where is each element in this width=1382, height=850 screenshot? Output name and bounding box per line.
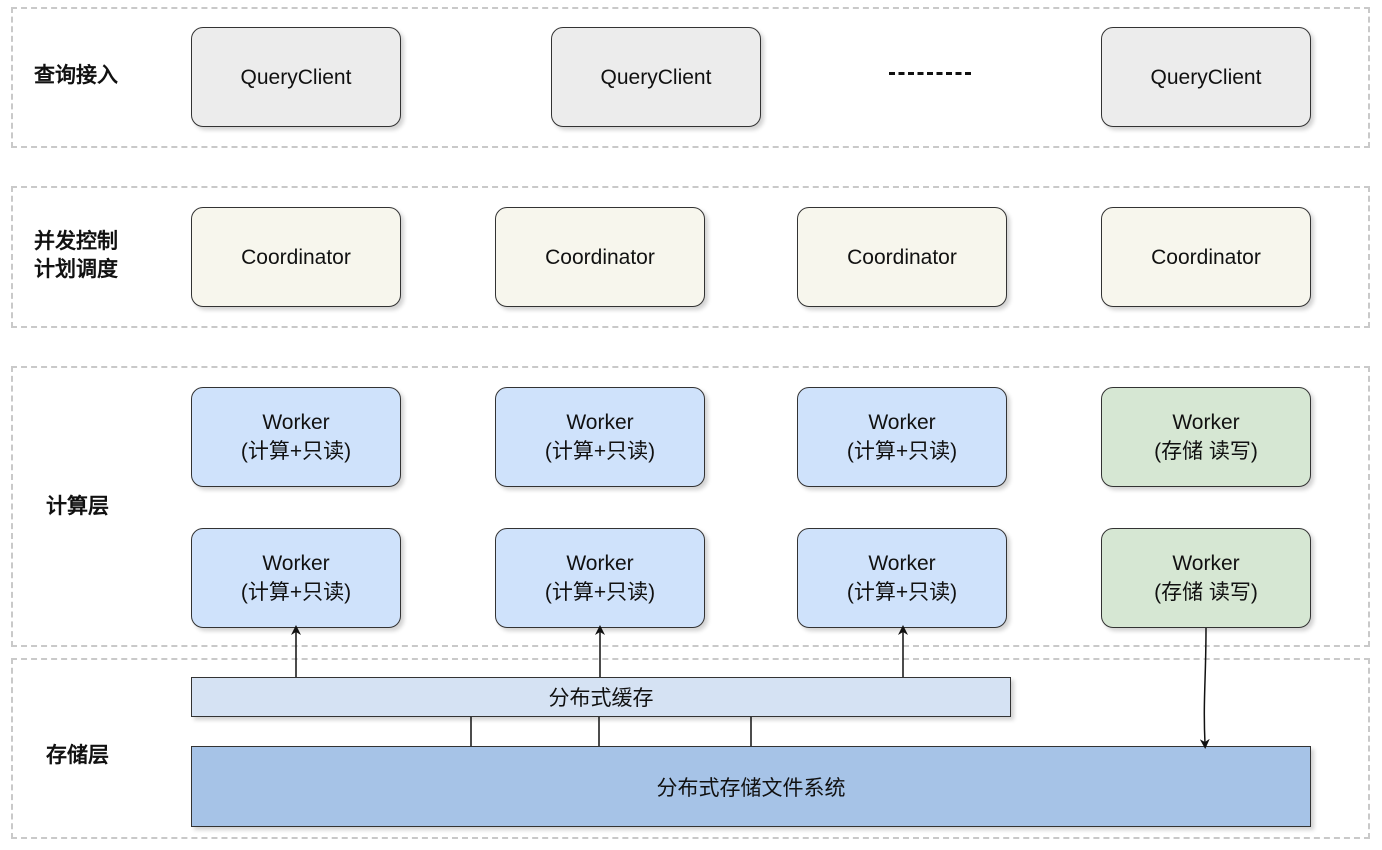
query-client-label: QueryClient bbox=[600, 65, 712, 89]
ellipsis-dashes bbox=[889, 72, 971, 75]
query-access-layer bbox=[11, 7, 1370, 148]
worker-role: (存储 读写) bbox=[1154, 581, 1258, 604]
worker-title: Worker bbox=[868, 411, 936, 434]
coordinator-label: Coordinator bbox=[1151, 245, 1261, 269]
worker-role: (计算+只读) bbox=[240, 581, 352, 604]
distributed-fs-label: 分布式存储文件系统 bbox=[656, 776, 846, 800]
worker-role: (计算+只读) bbox=[544, 440, 656, 463]
worker-role: (计算+只读) bbox=[846, 440, 958, 463]
layer-label-storage: 存储层 bbox=[46, 744, 109, 767]
worker-title: Worker bbox=[1172, 411, 1240, 434]
compute-worker-node: Worker (计算+只读) bbox=[191, 528, 401, 628]
compute-worker-node: Worker (计算+只读) bbox=[797, 528, 1007, 628]
coordinator-label: Coordinator bbox=[241, 245, 351, 269]
worker-role: (计算+只读) bbox=[240, 440, 352, 463]
coordinator-node: Coordinator bbox=[797, 207, 1007, 307]
query-client-label: QueryClient bbox=[240, 65, 352, 89]
query-client-node: QueryClient bbox=[1101, 27, 1311, 127]
compute-worker-node: Worker (计算+只读) bbox=[191, 387, 401, 487]
layer-label-compute: 计算层 bbox=[46, 495, 109, 518]
layer-label-query-access: 查询接入 bbox=[34, 64, 118, 87]
layer-label-concurrency: 并发控制 计划调度 bbox=[34, 230, 118, 281]
distributed-cache-label: 分布式缓存 bbox=[548, 687, 654, 710]
concurrency-control-layer bbox=[11, 186, 1370, 328]
query-client-node: QueryClient bbox=[191, 27, 401, 127]
worker-title: Worker bbox=[868, 552, 936, 575]
worker-title: Worker bbox=[1172, 552, 1240, 575]
coordinator-node: Coordinator bbox=[495, 207, 705, 307]
storage-worker-node: Worker (存储 读写) bbox=[1101, 387, 1311, 487]
worker-role: (计算+只读) bbox=[846, 581, 958, 604]
worker-title: Worker bbox=[566, 411, 634, 434]
worker-title: Worker bbox=[566, 552, 634, 575]
compute-worker-node: Worker (计算+只读) bbox=[495, 528, 705, 628]
worker-role: (存储 读写) bbox=[1154, 440, 1258, 463]
distributed-cache-box: 分布式缓存 bbox=[191, 677, 1011, 717]
storage-worker-node: Worker (存储 读写) bbox=[1101, 528, 1311, 628]
compute-layer bbox=[11, 366, 1370, 647]
coordinator-node: Coordinator bbox=[191, 207, 401, 307]
worker-title: Worker bbox=[262, 411, 330, 434]
coordinator-label: Coordinator bbox=[847, 245, 957, 269]
worker-title: Worker bbox=[262, 552, 330, 575]
compute-worker-node: Worker (计算+只读) bbox=[495, 387, 705, 487]
compute-worker-node: Worker (计算+只读) bbox=[797, 387, 1007, 487]
distributed-fs-box: 分布式存储文件系统 bbox=[191, 746, 1311, 827]
query-client-node: QueryClient bbox=[551, 27, 761, 127]
coordinator-node: Coordinator bbox=[1101, 207, 1311, 307]
query-client-label: QueryClient bbox=[1150, 65, 1262, 89]
worker-role: (计算+只读) bbox=[544, 581, 656, 604]
storage-layer bbox=[11, 658, 1370, 839]
coordinator-label: Coordinator bbox=[545, 245, 655, 269]
